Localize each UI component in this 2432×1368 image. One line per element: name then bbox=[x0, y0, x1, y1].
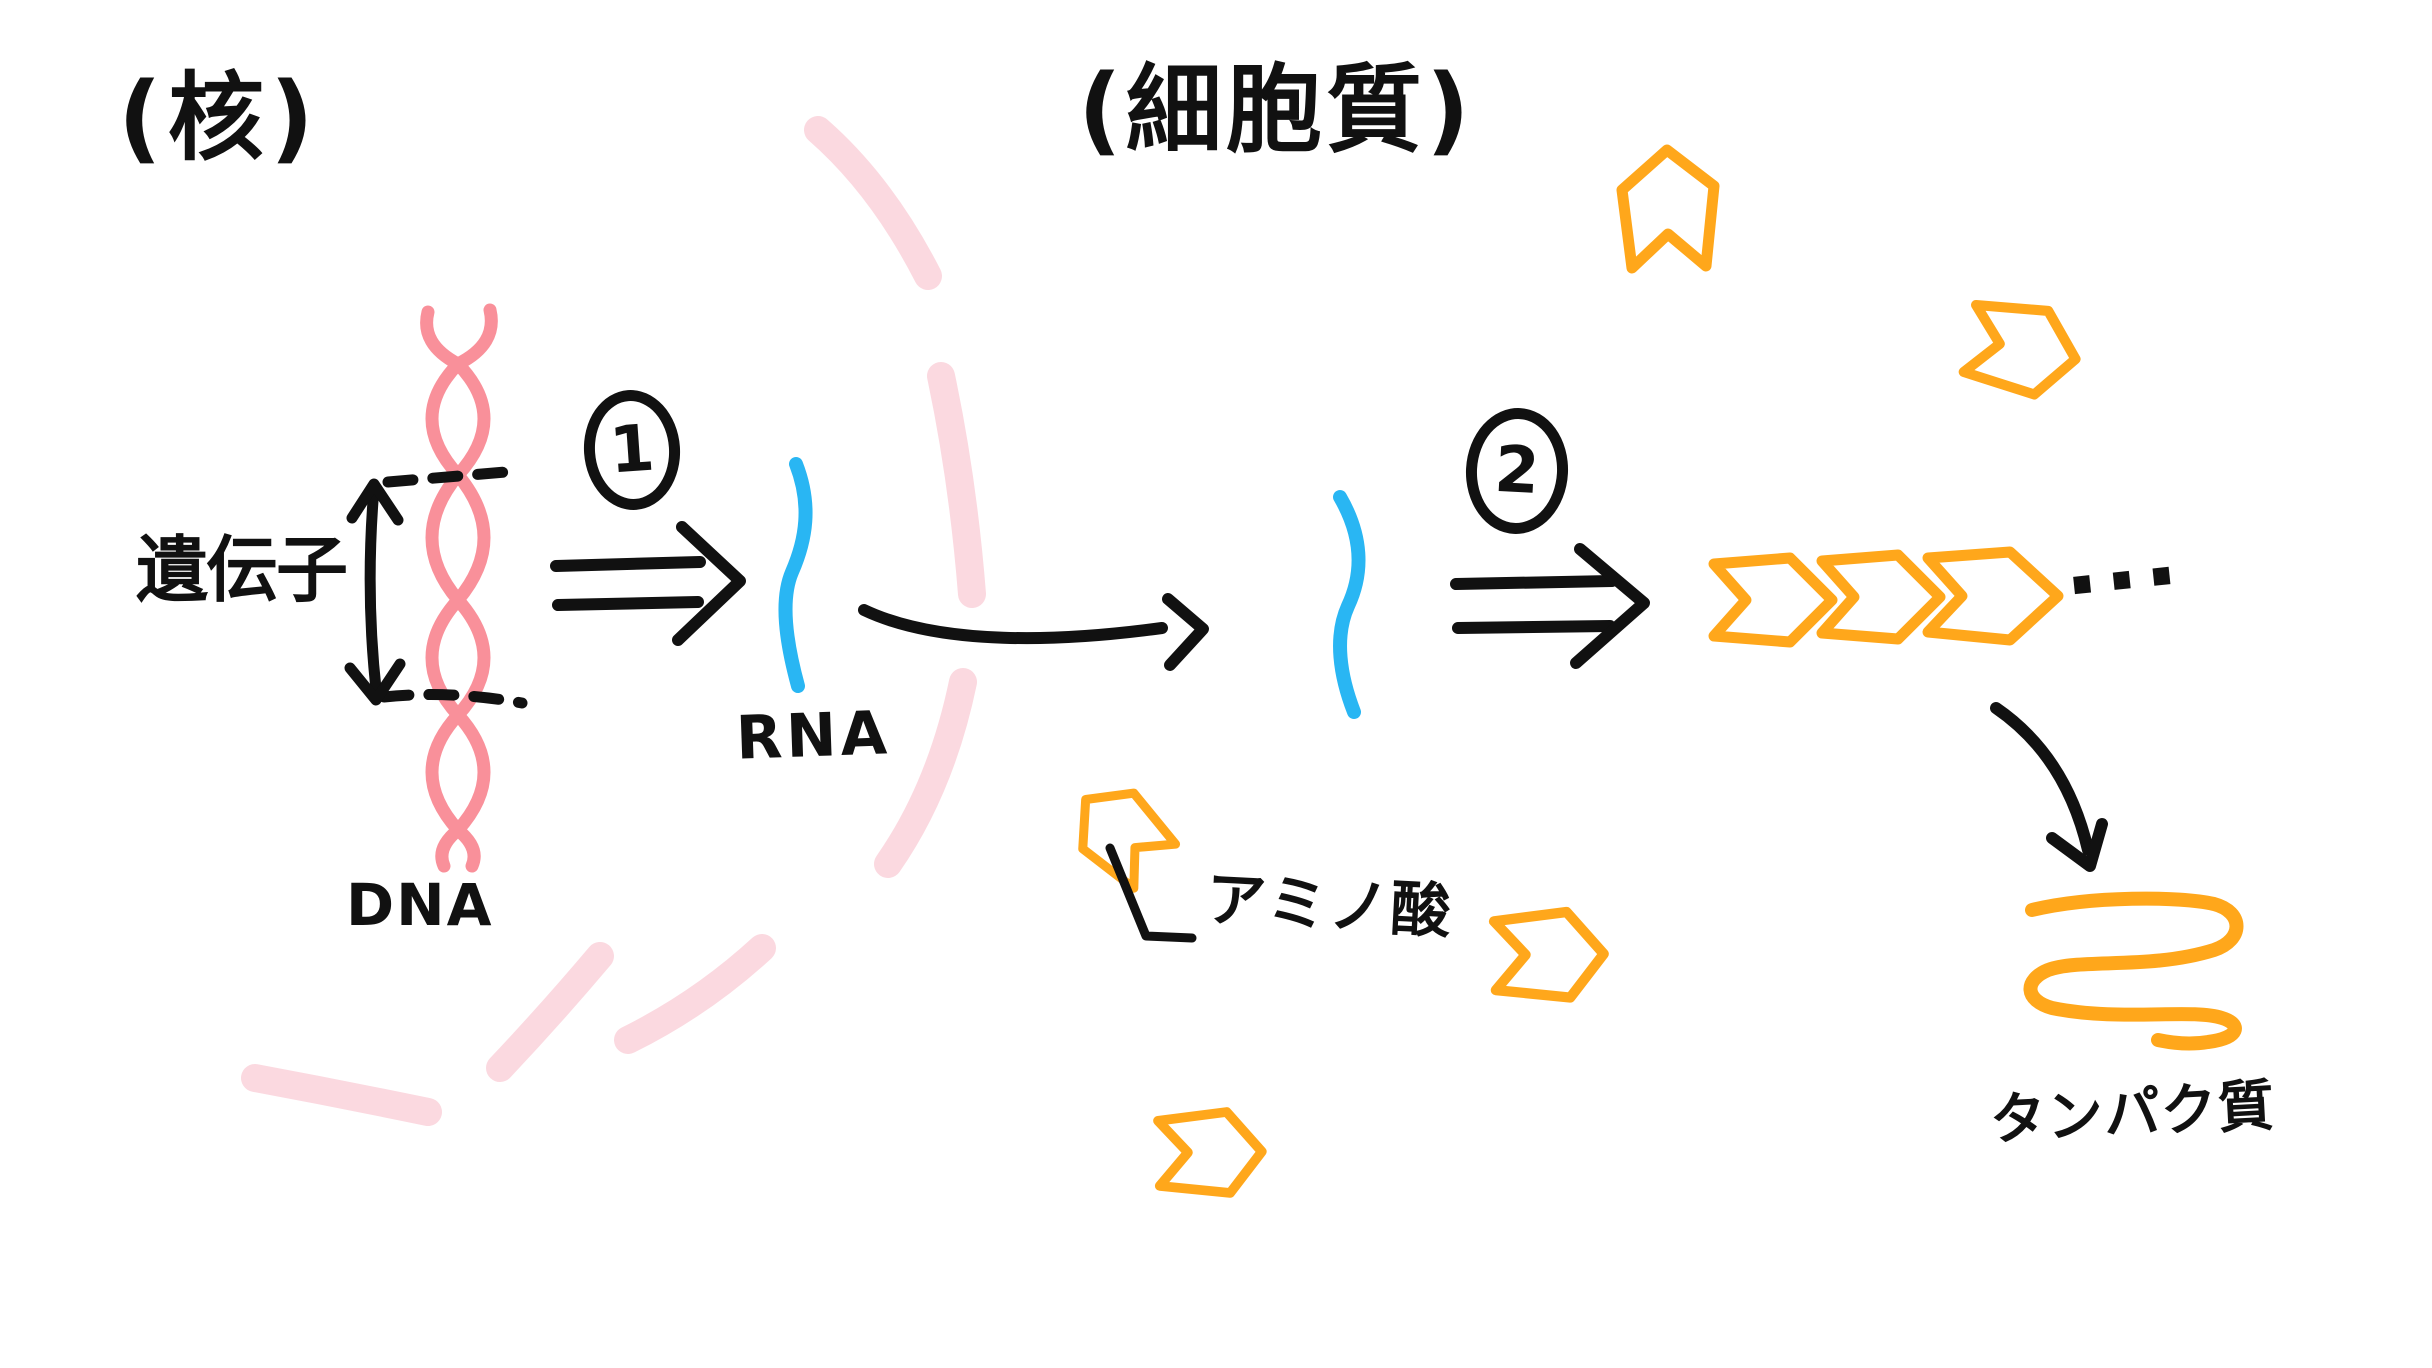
dna-double-helix bbox=[420, 303, 498, 873]
gene-dotted-line-top bbox=[382, 466, 512, 488]
membrane-dash bbox=[804, 116, 942, 290]
membrane-dash bbox=[927, 362, 986, 608]
step2-number: 2 bbox=[1492, 432, 1542, 510]
folding-arrowhead bbox=[2046, 818, 2108, 872]
amino-acid-icon bbox=[1958, 299, 2081, 400]
peptide-chain-ellipsis: ... bbox=[2056, 498, 2188, 617]
step1-arrow-icon bbox=[550, 521, 746, 646]
amino-acid-label: アミノ酸 bbox=[1204, 864, 1455, 948]
step2-arrowhead bbox=[1570, 543, 1650, 669]
gene-span-arrowhead-up-icon bbox=[346, 478, 404, 526]
gene-span-bracket bbox=[344, 466, 528, 709]
amino-acid-icon bbox=[1078, 788, 1181, 893]
amino-acid-icon bbox=[1488, 906, 1609, 1003]
rna-transport-arrow-shaft bbox=[858, 604, 1168, 645]
peptide-chain bbox=[1708, 546, 2064, 648]
nucleus-label: (核) bbox=[118, 62, 320, 174]
peptide-chevron-icon bbox=[1708, 552, 1838, 648]
peptide-chevron-icon bbox=[1922, 546, 2064, 646]
step2-arrow-line bbox=[1452, 620, 1616, 634]
amino-acid-icon bbox=[1153, 1107, 1267, 1198]
gene-dotted-line-bottom bbox=[378, 689, 528, 709]
membrane-dash bbox=[241, 1064, 442, 1126]
free-amino-acids bbox=[1078, 144, 2081, 1198]
amino-acid-icon bbox=[1616, 144, 1720, 274]
rna-strand-cytoplasm bbox=[1333, 490, 1366, 719]
step1-number: 1 bbox=[607, 411, 657, 489]
dna-label: DNA bbox=[346, 871, 494, 939]
step2-arrow-line bbox=[1450, 575, 1618, 590]
rna-strand-nucleus bbox=[778, 457, 813, 693]
gene-label: 遺伝子 bbox=[136, 528, 348, 612]
gene-span-arrowhead-down-icon bbox=[344, 658, 406, 706]
gene-span-arrow-shaft bbox=[364, 482, 383, 704]
membrane-dash bbox=[874, 668, 977, 878]
step1-arrow-line bbox=[550, 556, 706, 572]
folding-arrow bbox=[1990, 702, 2108, 872]
cytoplasm-label: (細胞質) bbox=[1078, 54, 1474, 166]
rna-transport-arrowhead bbox=[1162, 593, 1209, 671]
folding-arrow-shaft bbox=[1990, 702, 2094, 856]
protein-label: タンパク質 bbox=[1988, 1073, 2277, 1154]
step1-arrowhead bbox=[672, 521, 746, 646]
amino-acid-pointer-line bbox=[1105, 843, 1197, 943]
step1-arrow-line bbox=[552, 596, 704, 611]
rna-transport-arrow bbox=[858, 593, 1209, 671]
protein-fold-squiggle bbox=[2023, 891, 2244, 1051]
membrane-dash bbox=[614, 934, 776, 1054]
step2-arrow-icon bbox=[1450, 543, 1650, 669]
dna-strand bbox=[425, 303, 498, 873]
membrane-dash bbox=[486, 942, 614, 1082]
rna-label: RNA bbox=[734, 698, 893, 774]
nuclear-membrane-dashed-arc bbox=[241, 116, 986, 1126]
peptide-chevron-icon bbox=[1816, 549, 1946, 645]
